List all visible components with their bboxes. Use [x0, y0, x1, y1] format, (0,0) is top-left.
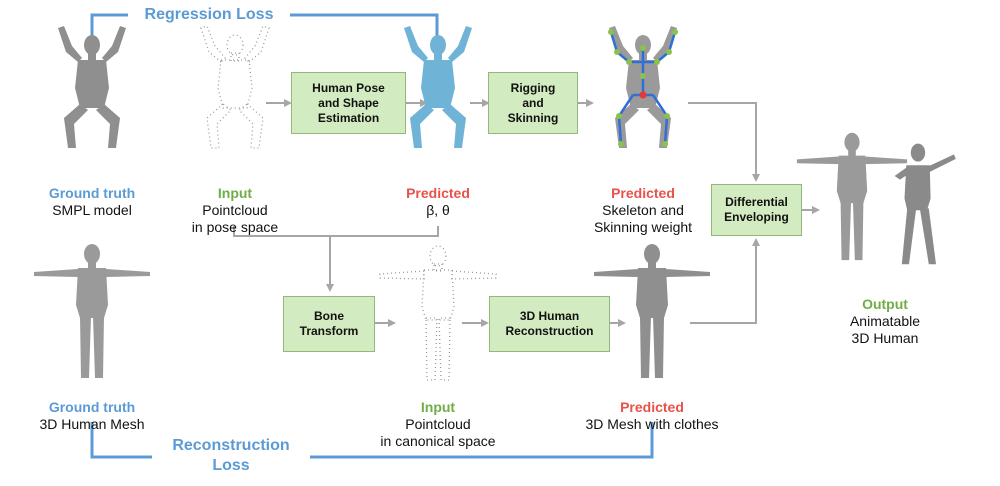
- caption-key: Ground truth: [48, 399, 136, 415]
- caption-text: Pointcloud in pose space: [191, 202, 279, 235]
- caption-text: SMPL model: [52, 202, 132, 218]
- caption-text: 3D Mesh with clothes: [585, 416, 719, 432]
- caption-key: Output: [862, 296, 908, 312]
- arrow-mesh-to-enveloping: [690, 238, 760, 324]
- arrow-merge-lines: [233, 226, 439, 237]
- ground-truth-smpl-figure: [58, 26, 126, 148]
- caption-key: Ground truth: [48, 185, 136, 201]
- input-pointcloud-figure: [200, 25, 270, 149]
- caption-key: Input: [420, 399, 456, 415]
- rigging-skinning-box: Rigging and Skinning: [488, 72, 578, 134]
- caption-text: 3D Human Mesh: [39, 416, 145, 432]
- predicted-pointcloud-figure: [404, 26, 472, 148]
- bone-transform-box: Bone Transform: [283, 296, 375, 352]
- predicted-mesh-figure: [594, 244, 710, 378]
- regression-loss-label: Regression Loss: [128, 5, 290, 25]
- predicted-skeleton-figure: [608, 26, 678, 148]
- differential-enveloping-box: Differential Enveloping: [711, 184, 802, 236]
- caption-text: Animatable 3D Human: [849, 313, 921, 346]
- caption-text: β, θ: [426, 202, 450, 218]
- pose-shape-estimation-box: Human Pose and Shape Estimation: [291, 72, 406, 134]
- caption-text: Skeleton and Skinning weight: [593, 202, 693, 235]
- input-canonical-pointcloud-figure: [379, 245, 497, 381]
- caption-text: Pointcloud in canonical space: [380, 416, 496, 449]
- caption-key: Predicted: [611, 185, 675, 201]
- reconstruction-loss-bracket: [90, 422, 654, 459]
- caption-key: Predicted: [620, 399, 684, 415]
- caption-key: Predicted: [406, 185, 470, 201]
- human-reconstruction-box: 3D Human Reconstruction: [489, 296, 610, 352]
- arrow-skeleton-to-enveloping: [688, 102, 760, 182]
- ground-truth-mesh-figure: [34, 244, 150, 378]
- caption-key: Input: [217, 185, 253, 201]
- output-figure-tpose: [796, 132, 908, 261]
- reconstruction-loss-label: Reconstruction Loss: [152, 436, 310, 476]
- output-figure-animated: [894, 143, 956, 265]
